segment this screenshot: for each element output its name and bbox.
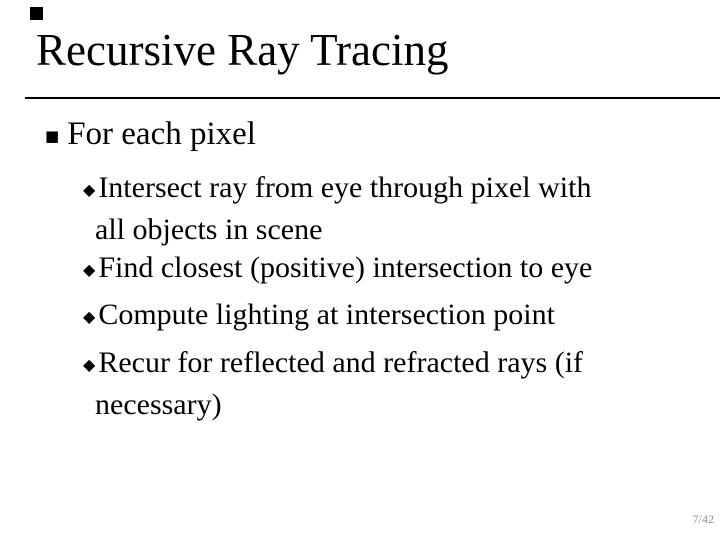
bullet-line: ■ For each pixel: [45, 113, 256, 160]
title-divider-rule: [25, 97, 720, 99]
bullet-line: all objects in scene: [83, 211, 591, 249]
bullet-text: Recur for reflected and refracted rays (…: [98, 346, 584, 379]
bullet-line: ◆Recur for reflected and refracted rays …: [83, 344, 583, 386]
bullet-line: ◆Find closest (positive) intersection to…: [83, 249, 592, 291]
bullet-text: Find closest (positive) intersection to …: [98, 251, 593, 284]
bullet-line: necessary): [83, 386, 583, 424]
bullet-diamond-icon: ◆: [83, 180, 96, 199]
page-indicator: 7/42: [692, 512, 714, 526]
bullet-item: ◆Find closest (positive) intersection to…: [83, 249, 592, 291]
bullet-line: ◆Intersect ray from eye through pixel wi…: [83, 169, 591, 211]
bullet-text: Compute lighting at intersection point: [98, 298, 555, 331]
bullet-square-icon: ■: [45, 127, 60, 145]
bullet-text: Intersect ray from eye through pixel wit…: [98, 171, 592, 204]
bullet-item: ◆Compute lighting at intersection point: [83, 296, 555, 338]
bullet-line: ◆Compute lighting at intersection point: [83, 296, 555, 338]
bullet-text: For each pixel: [67, 116, 256, 152]
bullet-item: ◆Recur for reflected and refracted rays …: [83, 344, 583, 424]
bullet-diamond-icon: ◆: [83, 260, 96, 279]
bullet-item: ■ For each pixel: [45, 113, 256, 160]
bullet-diamond-icon: ◆: [83, 307, 96, 326]
bullet-text: all objects in scene: [95, 213, 323, 246]
bullet-diamond-icon: ◆: [83, 355, 96, 374]
slide-title: Recursive Ray Tracing: [36, 25, 449, 75]
bullet-text: necessary): [95, 388, 222, 421]
slide-corner-marker: [30, 7, 43, 20]
bullet-item: ◆Intersect ray from eye through pixel wi…: [83, 169, 591, 249]
